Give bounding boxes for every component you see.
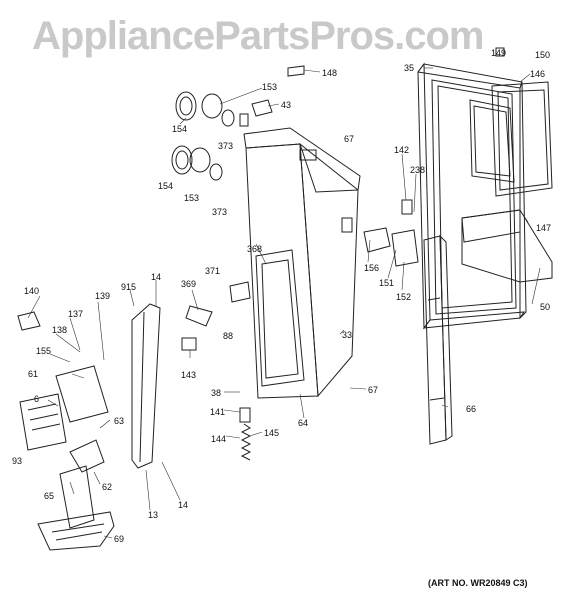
callout-label: 368 bbox=[247, 244, 263, 254]
callout-label: 67 bbox=[344, 134, 355, 144]
callout-label: 61 bbox=[28, 369, 39, 379]
callout-label: 35 bbox=[404, 63, 415, 73]
callout-label: 93 bbox=[12, 456, 23, 466]
door-bin-part bbox=[461, 209, 553, 283]
callout-label: 14 bbox=[178, 500, 189, 510]
callout-label: 151 bbox=[379, 278, 395, 288]
callout-label: 65 bbox=[44, 491, 55, 501]
callout-label: 14 bbox=[151, 272, 162, 282]
callout-label: 50 bbox=[540, 302, 551, 312]
callout-label: 143 bbox=[181, 370, 197, 380]
callout-label: 369 bbox=[181, 279, 197, 289]
callout-label: 88 bbox=[223, 331, 234, 341]
callout-label: 155 bbox=[36, 346, 52, 356]
callout-label: 915 bbox=[121, 282, 137, 292]
callout-label: 137 bbox=[68, 309, 84, 319]
callout-label: 140 bbox=[24, 286, 40, 296]
watermark-logo: AppliancePartsPros.com bbox=[32, 14, 484, 58]
callout-label: 142 bbox=[394, 145, 410, 155]
callout-label: 139 bbox=[95, 291, 111, 301]
callout-label: 141 bbox=[210, 407, 226, 417]
callout-label: 154 bbox=[172, 124, 188, 134]
callout-label: 373 bbox=[218, 141, 234, 151]
callout-label: 145 bbox=[264, 428, 280, 438]
callout-label: 373 bbox=[212, 207, 228, 217]
callout-label: 148 bbox=[322, 68, 338, 78]
callout-label: 152 bbox=[396, 292, 412, 302]
callout-label: 154 bbox=[158, 181, 174, 191]
hardware-part bbox=[17, 47, 505, 351]
callout-label: 43 bbox=[281, 100, 292, 110]
door-frame-part bbox=[417, 62, 527, 330]
callout-label: 62 bbox=[102, 482, 113, 492]
callout-label: 150 bbox=[535, 50, 551, 60]
callout-label: 69 bbox=[114, 534, 125, 544]
callout-label: 144 bbox=[211, 434, 227, 444]
callout-label: 149 bbox=[491, 48, 507, 58]
chute-parts bbox=[37, 439, 115, 551]
dispenser-arm-part bbox=[131, 303, 161, 469]
callout-label: 66 bbox=[466, 404, 477, 414]
callout-label: 147 bbox=[536, 223, 552, 233]
art-number: (ART NO. WR20849 C3) bbox=[428, 578, 528, 588]
callout-label: 146 bbox=[530, 69, 546, 79]
control-panel-part bbox=[19, 365, 109, 451]
callout-label: 238 bbox=[410, 165, 426, 175]
callout-label: 153 bbox=[262, 82, 278, 92]
knob-assembly-part bbox=[171, 91, 273, 181]
callout-label: 38 bbox=[211, 388, 222, 398]
spring-part bbox=[239, 407, 252, 461]
dispenser-panel-part bbox=[469, 81, 553, 197]
callout-label: 153 bbox=[184, 193, 200, 203]
callout-label: 63 bbox=[114, 416, 125, 426]
door-handle-part bbox=[423, 234, 453, 445]
callout-label: 371 bbox=[205, 266, 221, 276]
dispenser-housing-part bbox=[243, 127, 361, 399]
callout-label: 67 bbox=[368, 385, 379, 395]
callout-label: 13 bbox=[148, 510, 159, 520]
callout-label: 6 bbox=[34, 394, 40, 404]
callout-label: 64 bbox=[298, 418, 309, 428]
callout-label: 156 bbox=[364, 263, 380, 273]
callout-label: 33 bbox=[342, 330, 353, 340]
callout-label: 138 bbox=[52, 325, 68, 335]
